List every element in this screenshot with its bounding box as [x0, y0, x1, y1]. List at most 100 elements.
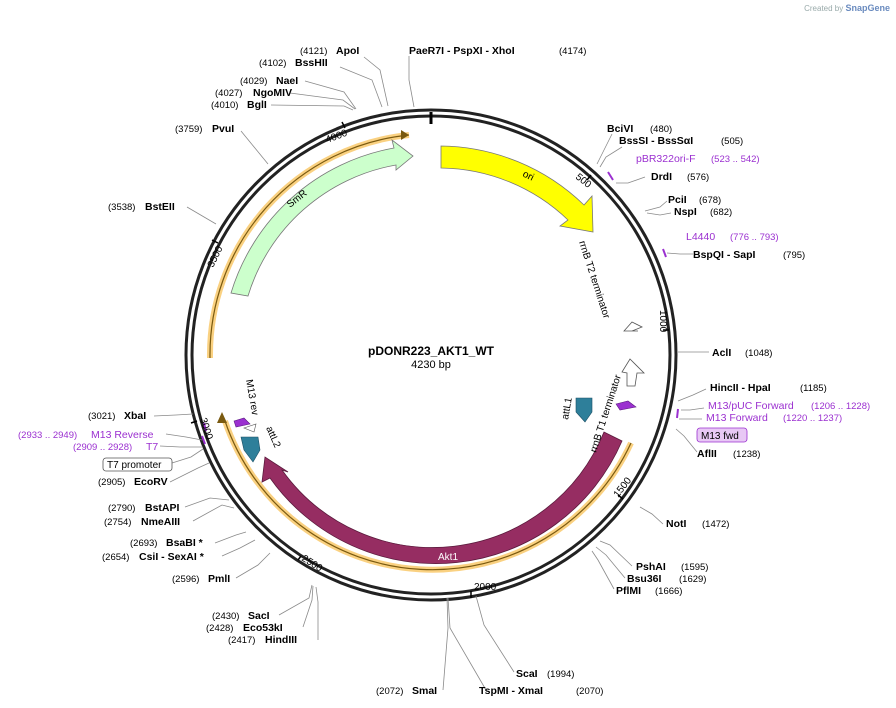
svg-text:(776 .. 793): (776 .. 793) — [730, 232, 779, 243]
svg-text:BstEII: BstEII — [145, 201, 175, 213]
enzyme-xbai[interactable]: (3021) XbaI — [88, 410, 146, 422]
feature-label-attl2: attL2 — [263, 425, 282, 450]
svg-text:NaeI: NaeI — [276, 75, 298, 87]
plasmid-length: 4230 bp — [411, 359, 451, 371]
svg-text:HindIII: HindIII — [265, 634, 297, 646]
enzyme-bsu36i[interactable]: Bsu36I (1629) — [627, 573, 706, 585]
enzyme-pvui[interactable]: (3759) PvuI — [175, 123, 234, 135]
enzyme-paer7i[interactable]: PaeR7I - PspXI - XhoI (4174) — [409, 45, 586, 57]
svg-text:BssHII: BssHII — [295, 57, 328, 69]
svg-text:(682): (682) — [710, 207, 732, 218]
enzyme-bsshii[interactable]: (4102) BssHII — [259, 57, 328, 69]
feature-akt1[interactable]: Akt1 — [261, 431, 623, 564]
enzyme-acli[interactable]: AclI (1048) — [712, 347, 772, 359]
enzyme-ngomiv[interactable]: (4027) NgoMIV — [215, 87, 292, 99]
enzyme-bsteii[interactable]: (3538) BstEII — [108, 201, 175, 213]
primer-m13-fwd[interactable]: M13 fwd — [696, 427, 748, 443]
enzyme-naei[interactable]: (4029) NaeI — [240, 75, 298, 87]
feature-attl2[interactable]: attL2 — [240, 425, 283, 463]
primer-t7-promoter[interactable]: T7 promoter — [102, 457, 173, 472]
enzyme-eco53ki[interactable]: (2428) Eco53kI — [206, 622, 283, 634]
svg-text:(2430): (2430) — [212, 611, 239, 622]
enzyme-pmli[interactable]: (2596) PmlI — [172, 573, 230, 585]
svg-text:EcoRV: EcoRV — [134, 476, 168, 488]
enzyme-bsssi[interactable]: BssSI - BssSαI (505) — [619, 135, 743, 147]
svg-text:(1629): (1629) — [679, 574, 706, 585]
svg-text:XbaI: XbaI — [124, 410, 146, 422]
svg-text:M13 Forward: M13 Forward — [706, 412, 768, 424]
feature-label-rrnb-t2: rrnB T2 terminator — [576, 240, 612, 321]
enzyme-apoi[interactable]: (4121) ApoI — [300, 45, 359, 57]
primer-m13-forward[interactable]: M13 Forward (1220 .. 1237) — [706, 412, 842, 424]
svg-text:(3021): (3021) — [88, 411, 115, 422]
enzyme-bstapi[interactable]: (2790) BstAPI — [108, 502, 180, 514]
enzyme-tspmi[interactable]: TspMI - XmaI (2070) — [479, 685, 603, 697]
enzyme-pflmi[interactable]: PflMI (1666) — [616, 585, 682, 597]
svg-text:NmeAIII: NmeAIII — [141, 516, 180, 528]
svg-text:NspI: NspI — [674, 206, 697, 218]
tick-1000: 1000 — [657, 310, 669, 333]
svg-text:(678): (678) — [699, 195, 721, 206]
svg-text:(3759): (3759) — [175, 124, 202, 135]
svg-text:(4121): (4121) — [300, 46, 327, 57]
svg-text:(1472): (1472) — [702, 519, 729, 530]
enzyme-saci[interactable]: (2430) SacI — [212, 610, 270, 622]
svg-text:(1185): (1185) — [800, 383, 827, 394]
svg-text:BciVI: BciVI — [607, 123, 633, 135]
svg-text:DrdI: DrdI — [651, 171, 672, 183]
primer-t7[interactable]: (2909 .. 2928) T7 — [73, 441, 158, 453]
svg-text:(2909 .. 2928): (2909 .. 2928) — [73, 442, 132, 453]
enzyme-bsabi[interactable]: (2693) BsaBI * — [130, 537, 204, 549]
feature-attl1[interactable]: attL1 — [560, 396, 593, 423]
enzyme-nmeaiii[interactable]: (2754) NmeAIII — [104, 516, 180, 528]
feature-rrnb-t2[interactable]: rrnB T2 terminator — [576, 240, 643, 332]
svg-text:(505): (505) — [721, 136, 743, 147]
feature-label-akt1: Akt1 — [438, 552, 458, 563]
svg-text:2000: 2000 — [474, 582, 497, 593]
svg-text:NotI: NotI — [666, 518, 686, 530]
svg-text:(4029): (4029) — [240, 76, 267, 87]
enzyme-hincii[interactable]: HincII - HpaI (1185) — [710, 382, 827, 394]
svg-text:(4102): (4102) — [259, 58, 286, 69]
primer-l4440[interactable]: L4440 (776 .. 793) — [686, 231, 779, 243]
highlight-arc-top — [206, 130, 410, 359]
svg-text:(2596): (2596) — [172, 574, 199, 585]
enzyme-bgli[interactable]: (4010) BglI — [211, 99, 267, 111]
svg-text:ScaI: ScaI — [516, 668, 538, 680]
svg-text:PciI: PciI — [668, 194, 687, 206]
svg-text:(795): (795) — [783, 250, 805, 261]
enzyme-smai[interactable]: (2072) SmaI — [376, 685, 437, 697]
enzyme-nspi[interactable]: NspI (682) — [674, 206, 732, 218]
svg-text:AflII: AflII — [697, 448, 717, 460]
svg-text:ApoI: ApoI — [336, 45, 359, 57]
svg-text:(1206 .. 1228): (1206 .. 1228) — [811, 401, 870, 412]
enzyme-bspqi[interactable]: BspQI - SapI (795) — [693, 249, 805, 261]
svg-text:(2072): (2072) — [376, 686, 403, 697]
enzyme-noti[interactable]: NotI (1472) — [666, 518, 729, 530]
tick-500: 500 — [573, 172, 593, 191]
enzyme-hindiii[interactable]: (2417) HindIII — [228, 634, 297, 646]
svg-text:PshAI: PshAI — [636, 561, 666, 573]
enzyme-bcivi[interactable]: BciVI (480) — [607, 123, 672, 135]
enzyme-pcii[interactable]: PciI (678) — [668, 194, 721, 206]
svg-text:TspMI - XmaI: TspMI - XmaI — [479, 685, 543, 697]
enzyme-csii[interactable]: (2654) CsiI - SexAI * — [102, 551, 205, 563]
primer-m13-puc-forward[interactable]: M13/pUC Forward (1206 .. 1228) — [708, 400, 870, 412]
primer-m13-reverse[interactable]: (2933 .. 2949) M13 Reverse — [18, 429, 154, 441]
primer-pbr322ori-f[interactable]: pBR322ori-F (523 .. 542) — [636, 153, 760, 165]
feature-m13-rev[interactable]: M13 rev — [233, 379, 260, 433]
snapgene-credit: Created by SnapGene — [804, 3, 890, 13]
svg-text:BstAPI: BstAPI — [145, 502, 180, 514]
svg-text:(1994): (1994) — [547, 669, 574, 680]
feature-ori[interactable]: ori — [440, 145, 594, 233]
plasmid-name: pDONR223_AKT1_WT — [368, 344, 495, 358]
enzyme-pshai[interactable]: PshAI (1595) — [636, 561, 708, 573]
enzyme-drdi[interactable]: DrdI (576) — [651, 171, 709, 183]
svg-text:BssSI - BssSαI: BssSI - BssSαI — [619, 135, 693, 147]
enzyme-scai[interactable]: ScaI (1994) — [516, 668, 574, 680]
svg-text:L4440: L4440 — [686, 231, 715, 243]
snapgene-logo: SnapGene — [845, 3, 890, 13]
enzyme-ecorv[interactable]: (2905) EcoRV — [98, 476, 168, 488]
enzyme-aflii[interactable]: AflII (1238) — [697, 448, 760, 460]
svg-text:(2905): (2905) — [98, 477, 125, 488]
